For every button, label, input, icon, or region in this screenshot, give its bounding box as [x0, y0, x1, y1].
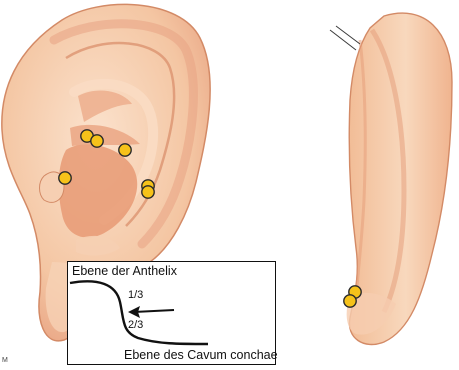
point-marker[interactable]: [119, 144, 131, 156]
left-arrow: [128, 306, 174, 318]
point-marker[interactable]: [91, 135, 103, 147]
upper-fraction-label: 1/3: [128, 289, 143, 301]
point-marker[interactable]: [344, 295, 356, 307]
point-marker[interactable]: [59, 172, 71, 184]
point-marker[interactable]: [142, 186, 154, 198]
plane-cavum-conchae-label: Ebene des Cavum conchae: [124, 348, 278, 362]
corner-mark: M: [2, 357, 8, 364]
plane-inset-box: Ebene der Anthelix 1/3 2/3 Ebene des Cav…: [67, 261, 276, 365]
lower-fraction-label: 2/3: [128, 319, 143, 331]
attachment-edge: [330, 26, 360, 50]
plane-anthelix-label: Ebene der Anthelix: [72, 264, 177, 278]
